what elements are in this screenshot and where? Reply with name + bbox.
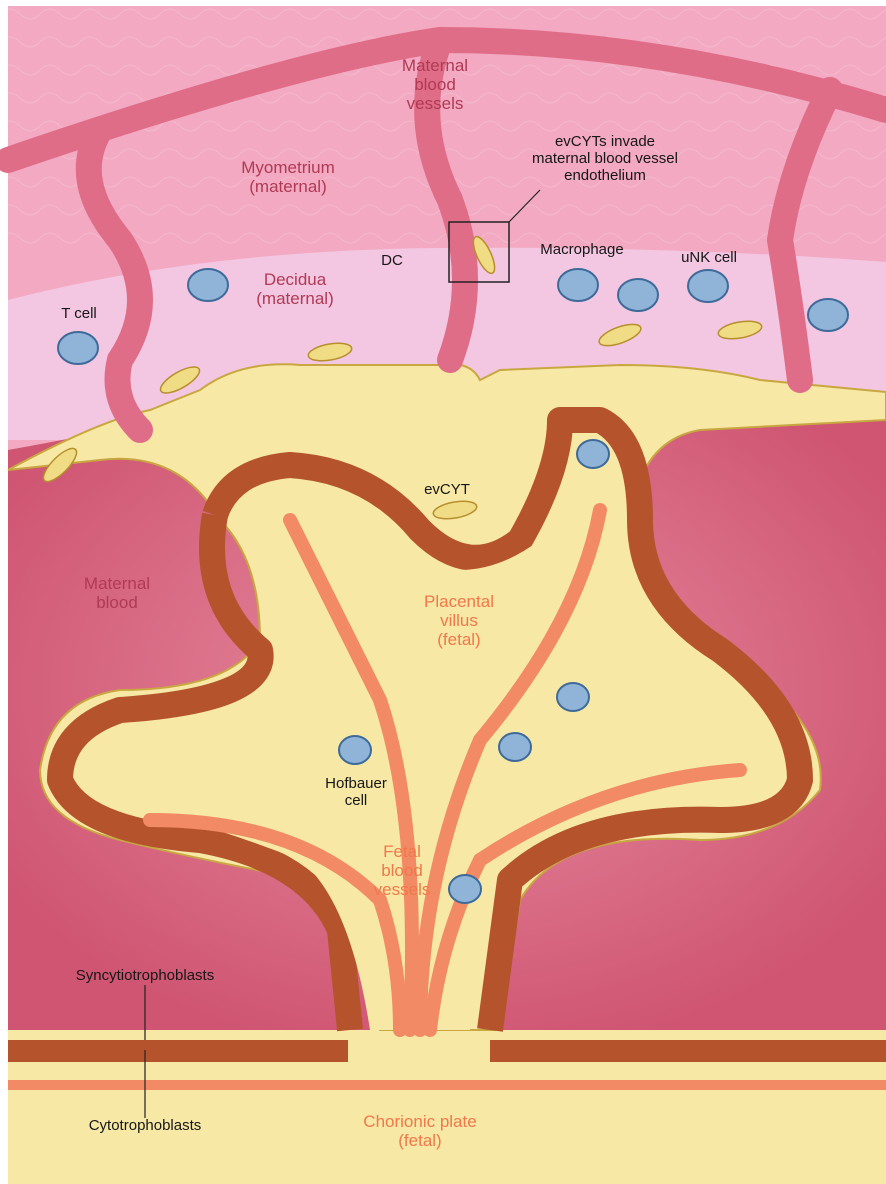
label-villus: Placental villus (fetal) [404, 592, 514, 649]
cytotrophoblast-base-right [490, 1040, 886, 1062]
label-cytotropho: Cytotrophoblasts [55, 1118, 235, 1135]
label-chorionic: Chorionic plate (fetal) [335, 1112, 505, 1150]
cytotrophoblast-base-left [8, 1040, 348, 1062]
label-maternal-vessels: Maternal blood vessels [380, 56, 490, 113]
label-decidua: Decidua (maternal) [230, 270, 360, 308]
label-evcyt: evCYT [412, 482, 482, 499]
label-maternal-blood: Maternal blood [62, 574, 172, 612]
label-dc: DC [370, 253, 414, 270]
label-syncytio: Syncytiotrophoblasts [45, 968, 245, 985]
label-hofbauer: Hofbauer cell [306, 776, 406, 810]
label-unk: uNK cell [664, 250, 754, 267]
label-fetal-vessels: Fetal blood vessels [352, 842, 452, 899]
chorionic-vessel [8, 1080, 886, 1090]
label-evcyt-invade: evCYTs invade maternal blood vessel endo… [510, 134, 700, 184]
label-myometrium: Myometrium (maternal) [218, 158, 358, 196]
label-tcell: T cell [44, 306, 114, 323]
label-macrophage: Macrophage [522, 242, 642, 259]
